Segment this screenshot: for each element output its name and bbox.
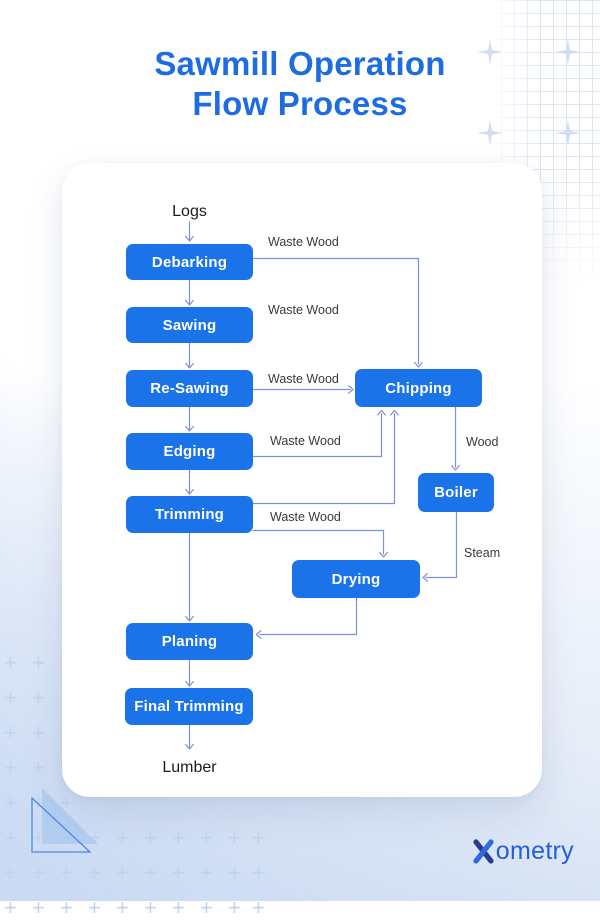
- start-label: Logs: [172, 203, 207, 220]
- plus-glyph: +: [172, 895, 185, 920]
- connector-debarking-chipping: [252, 257, 423, 368]
- plus-glyph: +: [172, 825, 185, 850]
- end-label: Lumber: [162, 759, 217, 776]
- plus-glyph: +: [200, 860, 213, 885]
- connector-trimming-chipping: [252, 409, 399, 505]
- connector-boiler-drying: [422, 511, 458, 582]
- plus-glyph: +: [228, 825, 241, 850]
- node-edging: Edging: [126, 433, 253, 470]
- plus-glyph: +: [60, 860, 73, 885]
- edge-label-steam: Steam: [464, 546, 501, 560]
- page-title: Sawmill Operation Flow Process: [0, 44, 600, 124]
- connector-debarking-sawing: [185, 279, 194, 306]
- connector-finaltrimming-lumber: [185, 724, 194, 750]
- plus-glyph: +: [116, 825, 129, 850]
- plus-glyph: +: [4, 860, 17, 885]
- plus-glyph: +: [60, 790, 73, 815]
- plus-glyph: +: [4, 895, 17, 920]
- xometry-wordmark: ometry: [495, 837, 574, 865]
- plus-glyph: +: [252, 825, 265, 850]
- plus-glyph: +: [32, 860, 45, 885]
- node-trimming: Trimming: [126, 496, 253, 533]
- node-sawing: Sawing: [126, 307, 253, 343]
- plus-glyph: +: [200, 825, 213, 850]
- plus-glyph: +: [32, 895, 45, 920]
- edge-label-edging-waste: Waste Wood: [270, 434, 341, 448]
- plus-glyph: +: [32, 825, 45, 850]
- connector-trimming-planing: [185, 532, 194, 622]
- edge-label-debarking-waste: Waste Wood: [268, 235, 339, 249]
- plus-glyph: +: [4, 790, 17, 815]
- plus-glyph: +: [116, 895, 129, 920]
- plus-glyph: +: [116, 860, 129, 885]
- plus-glyph: +: [228, 860, 241, 885]
- plus-glyph: +: [88, 860, 101, 885]
- plus-glyph: +: [4, 685, 17, 710]
- connector-drying-planing: [255, 597, 358, 639]
- node-planing: Planing: [126, 623, 253, 660]
- node-final-trimming: Final Trimming: [125, 688, 253, 725]
- plus-glyph: +: [4, 755, 17, 780]
- plus-glyph: +: [4, 650, 17, 675]
- sparkle-icon: [477, 120, 503, 146]
- plus-glyph: +: [144, 860, 157, 885]
- node-drying: Drying: [292, 560, 420, 598]
- plus-glyph: +: [32, 685, 45, 710]
- sparkle-icon: [555, 39, 581, 65]
- connector-sawing-resawing: [185, 342, 194, 369]
- edge-label-resawing-waste: Waste Wood: [268, 372, 339, 386]
- plus-glyph: +: [32, 755, 45, 780]
- connector-trimming-drying: [252, 529, 388, 558]
- connector-resawing-edging: [185, 406, 194, 432]
- node-chipping: Chipping: [355, 369, 482, 407]
- flowchart-card: Logs Lumber Debarking Sawing Re-Sawing E…: [62, 163, 542, 797]
- plus-glyph: +: [252, 860, 265, 885]
- plus-glyph: +: [88, 895, 101, 920]
- plus-glyph: +: [32, 720, 45, 745]
- edge-label-wood: Wood: [466, 435, 499, 449]
- page-title-line1: Sawmill Operation: [154, 45, 446, 82]
- sparkle-icon: [555, 120, 581, 146]
- connector-edging-chipping: [252, 409, 386, 458]
- xometry-x-icon: [473, 839, 494, 864]
- edge-label-trimming-waste: Waste Wood: [270, 510, 341, 524]
- connector-resawing-chipping: [252, 385, 354, 394]
- plus-glyph: +: [4, 720, 17, 745]
- connector-edging-trimming: [185, 469, 194, 495]
- connector-logs-debarking: [185, 221, 194, 242]
- connector-planing-finaltrimming: [185, 659, 194, 687]
- plus-glyph: +: [60, 895, 73, 920]
- plus-glyph: +: [144, 895, 157, 920]
- triangle-decoration: [31, 788, 98, 853]
- node-boiler: Boiler: [418, 473, 494, 512]
- page-title-line2: Flow Process: [192, 85, 408, 122]
- plus-glyph: +: [4, 825, 17, 850]
- sparkle-icon: [477, 39, 503, 65]
- node-resawing: Re-Sawing: [126, 370, 253, 407]
- plus-glyph: +: [144, 825, 157, 850]
- flow-connectors: [185, 221, 460, 750]
- plus-glyph: +: [200, 895, 213, 920]
- plus-glyph: +: [32, 790, 45, 815]
- plus-glyph: +: [228, 895, 241, 920]
- plus-glyph: +: [172, 860, 185, 885]
- edge-label-sawing-waste: Waste Wood: [268, 303, 339, 317]
- plus-glyph: +: [32, 650, 45, 675]
- plus-glyph: +: [252, 895, 265, 920]
- connector-chipping-boiler: [451, 406, 460, 471]
- node-debarking: Debarking: [126, 244, 253, 280]
- xometry-logo: ometry: [468, 836, 574, 866]
